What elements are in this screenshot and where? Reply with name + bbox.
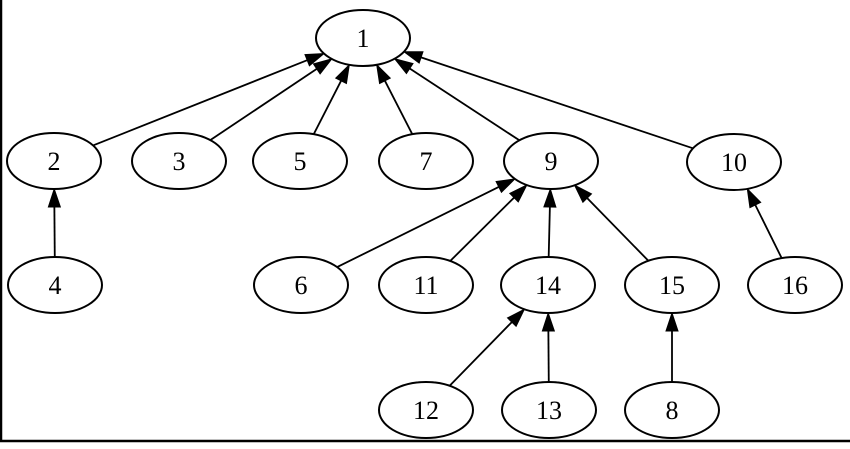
- graph-node-12: 12: [378, 381, 474, 439]
- graph-node-label: 14: [535, 271, 561, 300]
- graph-edge-6-to-9: [336, 178, 517, 268]
- graph-node-label: 16: [782, 271, 808, 300]
- graph-edge-14-to-9: [543, 187, 557, 258]
- graph-node-label: 4: [49, 271, 62, 300]
- graph-edge-11-to-9: [449, 183, 528, 262]
- graph-node-13: 13: [501, 381, 597, 439]
- graph-node-14: 14: [500, 256, 596, 314]
- arrowhead-icon: [495, 178, 517, 194]
- arrowhead-icon: [543, 187, 557, 208]
- graph-edge-12-to-14: [448, 308, 526, 387]
- graph-node-10: 10: [686, 133, 782, 191]
- arrowhead-icon: [304, 52, 326, 67]
- arrowhead-icon: [393, 57, 414, 75]
- arrowhead-icon: [746, 187, 762, 209]
- arrowhead-icon: [375, 63, 392, 85]
- graph-edge-9-to-1: [393, 57, 520, 142]
- graph-node-1: 1: [315, 9, 411, 67]
- graph-node-16: 16: [747, 256, 843, 314]
- graph-node-label: 7: [420, 147, 433, 176]
- graph-node-label: 3: [173, 147, 186, 176]
- graph-edge-5-to-1: [312, 63, 351, 135]
- graph-node-label: 13: [536, 396, 562, 425]
- graph-node-label: 11: [413, 271, 438, 300]
- graph-edge-4-to-2: [47, 187, 62, 258]
- arrowhead-icon: [508, 183, 528, 203]
- graph-node-label: 10: [721, 148, 747, 177]
- graph-node-2: 2: [6, 132, 102, 190]
- graph-node-6: 6: [253, 256, 349, 314]
- graph-node-11: 11: [378, 256, 474, 314]
- graph-edge-10-to-1: [402, 51, 694, 150]
- graph-node-label: 6: [295, 271, 308, 300]
- graph-edge-15-to-9: [573, 184, 650, 262]
- arrowhead-icon: [402, 51, 424, 64]
- arrowhead-icon: [573, 184, 593, 204]
- graph-edge-7-to-1: [375, 63, 414, 135]
- graph-edge-13-to-14: [541, 311, 556, 383]
- graph-edge-3-to-1: [209, 58, 334, 141]
- graph-node-15: 15: [624, 256, 720, 314]
- graph-node-label: 15: [659, 271, 685, 300]
- graph-node-4: 4: [7, 256, 103, 314]
- graph-node-label: 2: [48, 147, 61, 176]
- graph-node-label: 1: [357, 24, 370, 53]
- arrowhead-icon: [47, 187, 62, 208]
- graph-edge-2-to-1: [92, 52, 326, 147]
- arrowhead-icon: [506, 308, 526, 328]
- graph-edges-layer: [47, 51, 783, 387]
- graph-node-label: 12: [413, 396, 439, 425]
- arrowhead-icon: [334, 63, 351, 85]
- graph-node-label: 9: [545, 147, 558, 176]
- graph-edge-16-to-10: [746, 187, 783, 259]
- arrowhead-icon: [665, 311, 679, 332]
- graph-node-7: 7: [378, 132, 474, 190]
- graph-node-3: 3: [131, 132, 227, 190]
- graph-node-5: 5: [252, 132, 348, 190]
- graph-node-8: 8: [624, 381, 720, 439]
- arrowhead-icon: [541, 311, 556, 332]
- graph-node-label: 5: [294, 147, 307, 176]
- arrowhead-icon: [312, 58, 334, 75]
- graph-node-label: 8: [666, 396, 679, 425]
- graph-node-9: 9: [503, 132, 599, 190]
- graph-edge-8-to-15: [665, 311, 679, 382]
